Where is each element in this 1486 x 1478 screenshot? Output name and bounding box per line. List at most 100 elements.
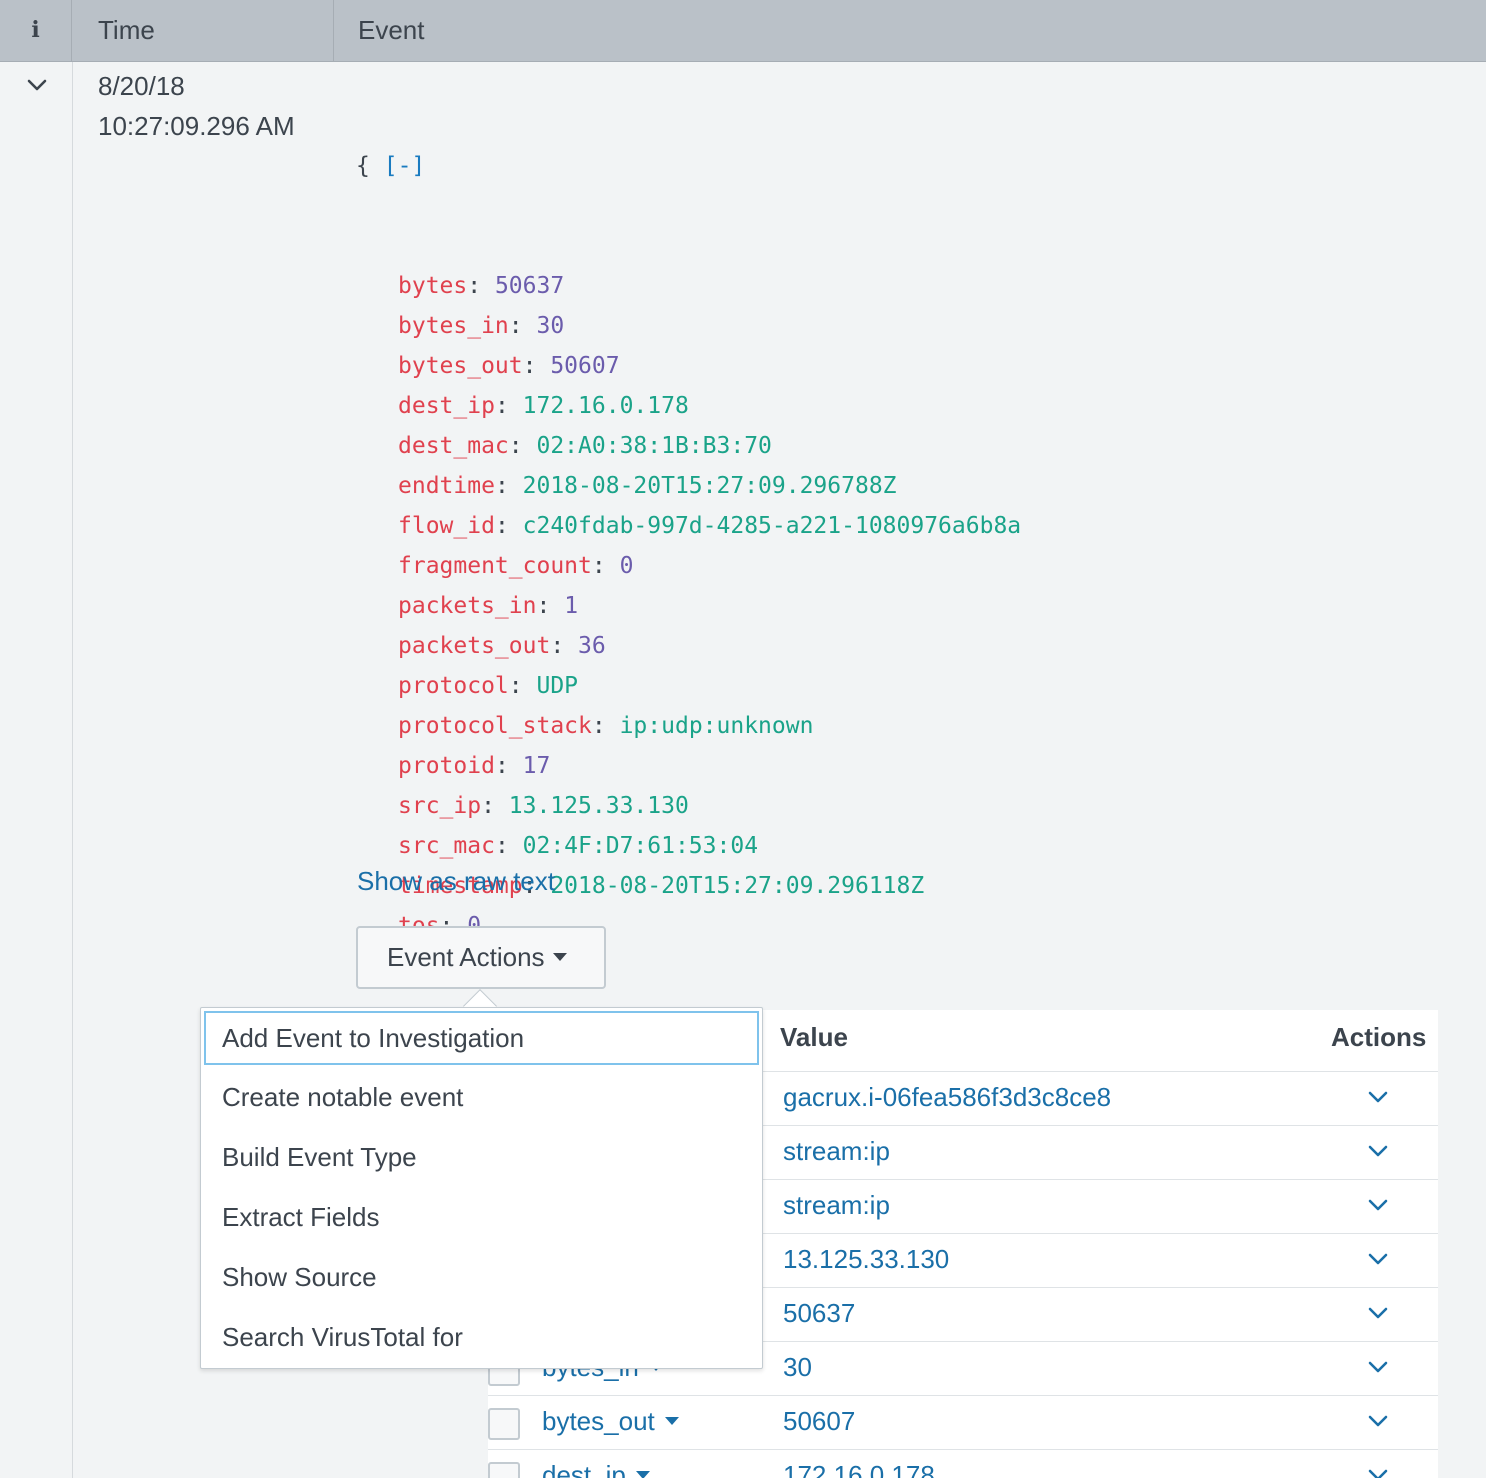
menu-item[interactable]: Build Event Type <box>222 1142 417 1172</box>
json-key[interactable]: dest_ip <box>398 393 495 419</box>
row-actions-chevron-icon[interactable] <box>1367 1196 1389 1214</box>
menu-item[interactable]: Add Event to Investigation <box>204 1011 759 1065</box>
json-colon: : <box>494 473 523 499</box>
json-key[interactable]: protoid <box>398 753 495 779</box>
field-value[interactable]: gacrux.i-06fea586f3d3c8ce8 <box>783 1082 1112 1112</box>
field-value[interactable]: stream:ip <box>783 1136 890 1166</box>
json-field-packets_in: packets_in: 1 <box>356 586 1021 626</box>
json-key[interactable]: dest_mac <box>398 433 509 459</box>
json-colon: : <box>494 393 523 419</box>
json-colon: : <box>522 873 551 899</box>
json-value[interactable]: 02:4F:D7:61:53:04 <box>522 833 759 859</box>
info-column-header[interactable]: i <box>0 0 72 62</box>
json-field-protocol: protocol: UDP <box>356 666 1021 706</box>
json-key[interactable]: timestamp <box>398 873 523 899</box>
row-actions-chevron-icon[interactable] <box>1367 1466 1389 1478</box>
event-column-header[interactable]: Event <box>358 15 425 45</box>
table-row: stream:ip <box>488 1125 1438 1179</box>
json-value[interactable]: 17 <box>522 753 551 779</box>
field-name[interactable]: bytes_out <box>542 1406 679 1437</box>
menu-item[interactable]: Extract Fields <box>222 1202 380 1232</box>
json-value[interactable]: 02:A0:38:1B:B3:70 <box>536 433 772 459</box>
row-actions-chevron-icon[interactable] <box>1367 1304 1389 1322</box>
json-value[interactable]: ip:udp:unknown <box>619 713 814 739</box>
json-value[interactable]: 0 <box>619 553 634 579</box>
event-actions-label: Event Actions <box>387 942 545 972</box>
json-field-dest_ip: dest_ip: 172.16.0.178 <box>356 386 1021 426</box>
event-actions-button[interactable]: Event Actions <box>356 926 606 989</box>
row-actions-chevron-icon[interactable] <box>1367 1142 1389 1160</box>
menu-item[interactable]: Search VirusTotal for <box>222 1322 463 1352</box>
json-key[interactable]: flow_id <box>398 513 495 539</box>
field-name[interactable]: dest_ip <box>542 1460 650 1478</box>
json-value[interactable]: UDP <box>536 673 579 699</box>
table-row: 50637 <box>488 1287 1438 1341</box>
json-value[interactable]: 30 <box>536 313 565 339</box>
json-open-brace: { <box>356 153 370 179</box>
json-colon: : <box>467 273 495 299</box>
json-value[interactable]: 50637 <box>494 273 565 299</box>
event-date: 8/20/18 <box>98 71 185 101</box>
json-field-bytes_out: bytes_out: 50607 <box>356 346 1021 386</box>
json-value[interactable]: 36 <box>578 633 606 659</box>
json-value[interactable]: 2018-08-20T15:27:09.296788Z <box>522 473 897 499</box>
json-field-src_mac: src_mac: 02:4F:D7:61:53:04 <box>356 826 1021 866</box>
actions-column-header: Actions <box>1331 1022 1427 1052</box>
json-field-flow_id: flow_id: c240fdab-997d-4285-a221-1080976… <box>356 506 1021 546</box>
json-field-dest_mac: dest_mac: 02:A0:38:1B:B3:70 <box>356 426 1021 466</box>
menu-item[interactable]: Show Source <box>222 1262 377 1292</box>
json-open-line: { [-] <box>356 146 1021 186</box>
field-checkbox[interactable] <box>488 1462 520 1478</box>
json-colon: : <box>591 713 620 739</box>
table-row: 13.125.33.130 <box>488 1233 1438 1287</box>
json-colon: : <box>494 513 523 539</box>
json-fields: bytes: 50637 bytes_in: 30 bytes_out: 50607… <box>356 266 1021 986</box>
show-raw-text-link[interactable]: Show as raw text <box>357 866 555 896</box>
field-checkbox[interactable] <box>488 1408 520 1440</box>
json-key[interactable]: protocol <box>398 673 509 699</box>
menu-item[interactable]: Create notable event <box>222 1082 464 1112</box>
table-row: dest_ip 172.16.0.178 <box>488 1449 1438 1478</box>
json-value[interactable]: c240fdab-997d-4285-a221-1080976a6b8a <box>522 513 1022 539</box>
row-actions-chevron-icon[interactable] <box>1367 1250 1389 1268</box>
json-value[interactable]: 13.125.33.130 <box>508 793 689 819</box>
field-name-label: dest_ip <box>542 1460 626 1478</box>
field-value[interactable]: 172.16.0.178 <box>783 1460 935 1478</box>
json-value[interactable]: 2018-08-20T15:27:09.296118Z <box>550 873 925 899</box>
json-key[interactable]: protocol_stack <box>398 713 592 739</box>
row-actions-chevron-icon[interactable] <box>1367 1358 1389 1376</box>
json-field-protocol_stack: protocol_stack: ip:udp:unknown <box>356 706 1021 746</box>
json-colon: : <box>522 353 551 379</box>
event-time: 8/20/18 10:27:09.296 AM <box>98 66 295 146</box>
row-actions-chevron-icon[interactable] <box>1367 1412 1389 1430</box>
json-colon: : <box>508 313 537 339</box>
json-key[interactable]: src_ip <box>398 793 482 819</box>
field-value[interactable]: 50607 <box>783 1406 856 1436</box>
json-colon: : <box>508 433 537 459</box>
caret-down-icon <box>635 1471 650 1478</box>
json-colon: : <box>550 633 579 659</box>
field-value[interactable]: stream:ip <box>783 1190 890 1220</box>
json-key[interactable]: src_mac <box>398 833 495 859</box>
field-value[interactable]: 50637 <box>783 1298 856 1328</box>
collapse-row-chevron-icon[interactable] <box>24 74 50 96</box>
json-field-protoid: protoid: 17 <box>356 746 1021 786</box>
time-column-header[interactable]: Time <box>72 0 334 62</box>
caret-down-icon <box>664 1417 679 1426</box>
json-key[interactable]: bytes_out <box>398 353 523 379</box>
json-key[interactable]: fragment_count <box>398 553 592 579</box>
json-key[interactable]: packets_in <box>398 593 537 619</box>
field-value[interactable]: 30 <box>783 1352 812 1382</box>
json-key[interactable]: packets_out <box>398 633 551 659</box>
json-collapse-toggle[interactable]: [-] <box>383 153 426 179</box>
json-value[interactable]: 172.16.0.178 <box>522 393 689 419</box>
json-key[interactable]: endtime <box>398 473 495 499</box>
field-value[interactable]: 13.125.33.130 <box>783 1244 950 1274</box>
json-key[interactable]: bytes_in <box>398 313 509 339</box>
json-value[interactable]: 1 <box>564 593 579 619</box>
json-colon: : <box>494 833 523 859</box>
row-actions-chevron-icon[interactable] <box>1367 1088 1389 1106</box>
json-value[interactable]: 50607 <box>550 353 620 379</box>
json-key[interactable]: bytes <box>398 273 468 299</box>
